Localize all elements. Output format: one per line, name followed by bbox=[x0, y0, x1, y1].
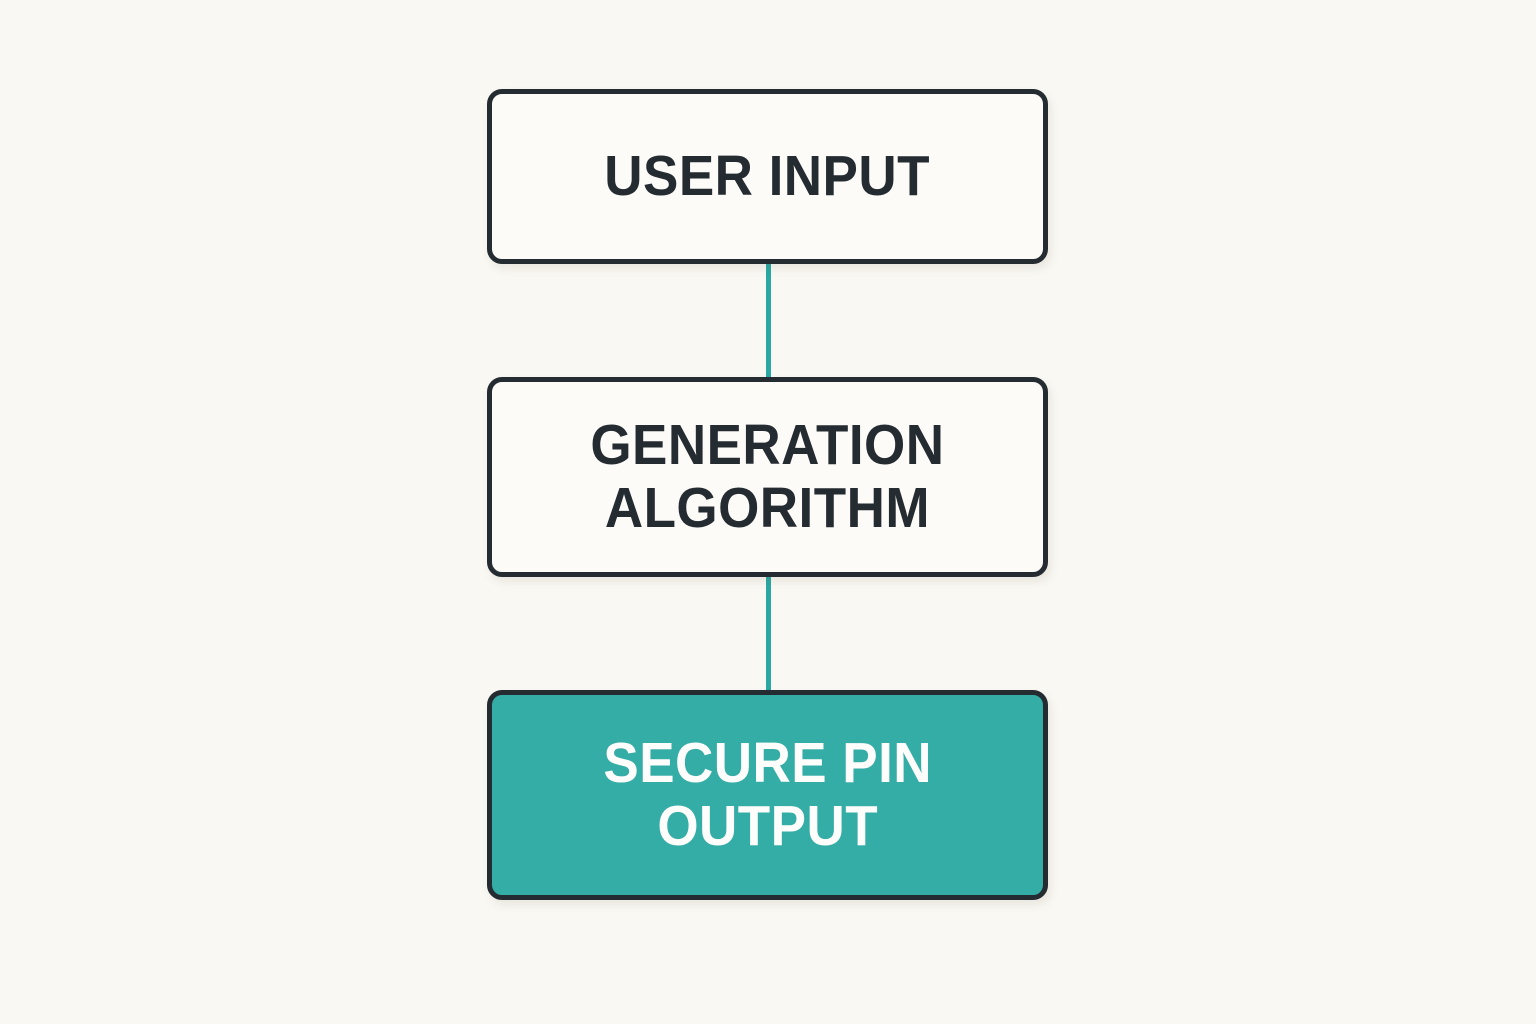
node-generation-algorithm-label: GENERATION ALGORITHM bbox=[590, 413, 945, 540]
node-user-input-label: USER INPUT bbox=[604, 144, 931, 209]
connector-user-input-to-generation-algorithm bbox=[766, 258, 771, 384]
connector-generation-algorithm-to-secure-pin-output bbox=[766, 570, 771, 696]
node-secure-pin-output-label: SECURE PIN OUTPUT bbox=[603, 731, 932, 858]
node-generation-algorithm[interactable]: GENERATION ALGORITHM bbox=[487, 377, 1048, 577]
node-secure-pin-output[interactable]: SECURE PIN OUTPUT bbox=[487, 690, 1048, 900]
node-user-input[interactable]: USER INPUT bbox=[487, 89, 1048, 264]
